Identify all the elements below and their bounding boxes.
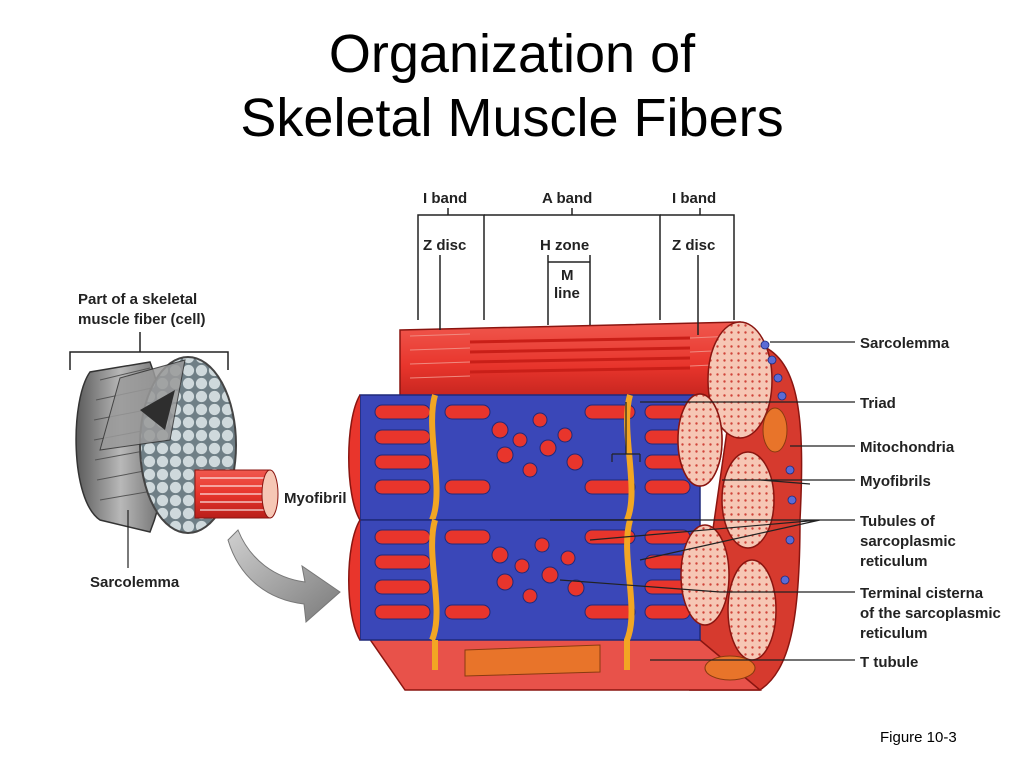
label-z-disc-left: Z disc	[423, 237, 466, 254]
label-i-band-left: I band	[423, 190, 467, 207]
label-terminal-1: Terminal cisterna	[860, 585, 984, 602]
label-sarcolemma-left: Sarcolemma	[90, 574, 180, 591]
band-brackets	[417, 208, 735, 335]
label-tubules-3: reticulum	[860, 553, 928, 570]
fiber-bracket	[69, 332, 229, 370]
slide-title: Organization of Skeletal Muscle Fibers	[0, 22, 1024, 150]
label-t-tubule: T tubule	[860, 654, 918, 671]
label-h-zone: H zone	[540, 237, 589, 254]
label-tubules-2: sarcoplasmic	[860, 533, 956, 550]
figure-caption: Figure 10-3	[880, 729, 957, 746]
leader-lines	[550, 341, 855, 661]
label-terminal-3: reticulum	[860, 625, 928, 642]
large-fiber-illustration	[348, 321, 803, 691]
label-part-of-fiber-1: Part of a skeletal	[78, 291, 197, 308]
label-terminal-2: of the sarcoplasmic	[860, 605, 1001, 622]
label-sarcolemma-right: Sarcolemma	[860, 335, 950, 352]
label-tubules-1: Tubules of	[860, 513, 936, 530]
label-part-of-fiber-2: muscle fiber (cell)	[78, 311, 206, 328]
label-myofibrils: Myofibrils	[860, 473, 931, 490]
label-triad: Triad	[860, 395, 896, 412]
label-z-disc-right: Z disc	[672, 237, 715, 254]
myofibril-illustration	[194, 469, 279, 519]
label-m-line-2: line	[554, 285, 580, 302]
title-line-2: Skeletal Muscle Fibers	[240, 88, 784, 148]
title-line-1: Organization of	[328, 24, 696, 84]
label-myofibril: Myofibril	[284, 490, 347, 507]
label-i-band-right: I band	[672, 190, 716, 207]
curved-arrow-icon	[227, 529, 341, 624]
label-a-band: A band	[542, 190, 592, 207]
label-mitochondria: Mitochondria	[860, 439, 955, 456]
label-m-line-1: M	[561, 267, 574, 284]
